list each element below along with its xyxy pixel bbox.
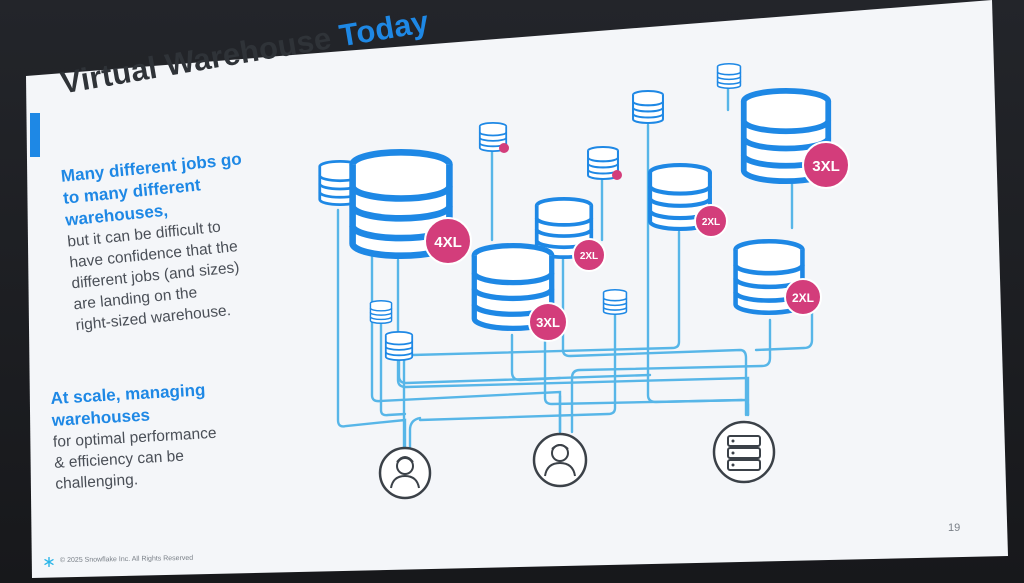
badge-label-3xl-center: 3XL <box>536 315 560 330</box>
size-badge-4xl: 4XL <box>424 217 472 265</box>
badge-label-3xl-right: 3XL <box>812 158 840 175</box>
size-badge-3xl-center: 3XL <box>528 302 568 342</box>
user-icon <box>378 446 432 500</box>
small-size-badge <box>612 170 622 180</box>
database-icon <box>602 288 628 316</box>
server-icon <box>712 420 776 484</box>
badge-label-2xl-center: 2XL <box>580 251 598 262</box>
connection-lines <box>336 86 814 450</box>
badge-label-2xl-right: 2XL <box>792 291 814 305</box>
size-badge-2xl-center: 2XL <box>572 238 606 272</box>
database-icon <box>631 89 665 125</box>
size-badge-2xl-right: 2XL <box>784 278 822 316</box>
snowflake-icon <box>44 557 54 567</box>
size-badge-3xl-right: 3XL <box>802 141 850 189</box>
database-icon <box>369 299 393 325</box>
badge-label-2xl-upper: 2XL <box>702 217 720 228</box>
user-icon <box>532 432 588 488</box>
badge-label-4xl: 4XL <box>434 234 462 251</box>
database-icon <box>716 62 742 90</box>
page-number: 19 <box>948 522 961 534</box>
database-icon <box>384 330 414 362</box>
title-accent-bar <box>30 113 40 157</box>
small-size-badge <box>499 143 509 153</box>
size-badge-2xl-upper: 2XL <box>694 204 728 238</box>
